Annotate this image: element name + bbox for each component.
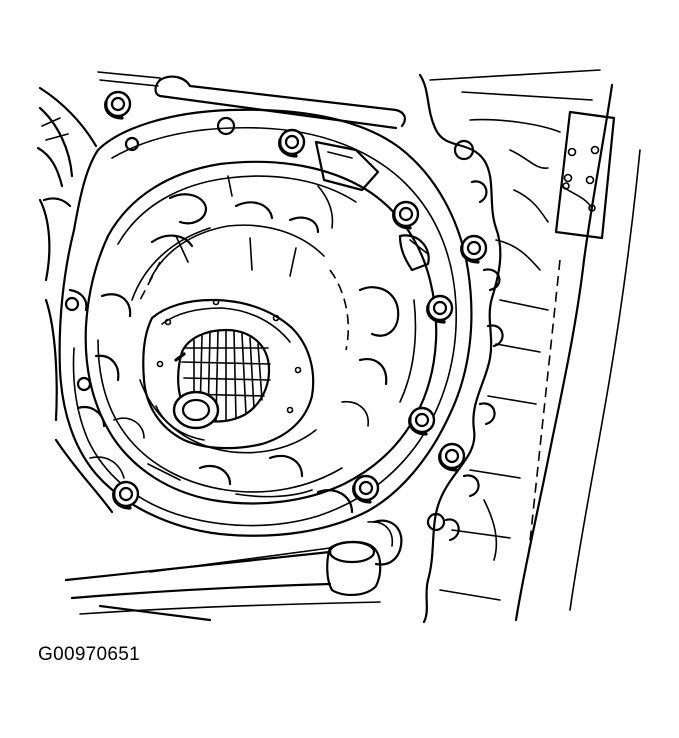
bolt-upper-right bbox=[392, 200, 420, 230]
bolt-right bbox=[426, 294, 454, 324]
upper-bracket bbox=[97, 71, 406, 130]
pump-body bbox=[84, 160, 438, 514]
bolt-top-center bbox=[278, 128, 306, 158]
bolt-lower-right bbox=[408, 406, 436, 436]
figure-id-label: G00970651 bbox=[38, 644, 141, 665]
transmission-oil-pump-illustration bbox=[36, 69, 641, 624]
lower-plug bbox=[326, 519, 403, 596]
bolt-bottom-right bbox=[352, 474, 380, 504]
bolt-top-left bbox=[104, 90, 132, 120]
converter-housing bbox=[36, 86, 381, 622]
pump-flange bbox=[58, 108, 473, 537]
bolt-case-upper bbox=[460, 234, 488, 264]
transmission-case bbox=[418, 69, 641, 624]
bolt-case-lower bbox=[438, 442, 466, 472]
case-flange-bumps bbox=[426, 139, 504, 542]
input-shaft bbox=[172, 328, 271, 430]
stator-hub bbox=[142, 298, 315, 450]
pump-bolts bbox=[104, 90, 488, 510]
bolt-bottom-left bbox=[112, 480, 140, 510]
